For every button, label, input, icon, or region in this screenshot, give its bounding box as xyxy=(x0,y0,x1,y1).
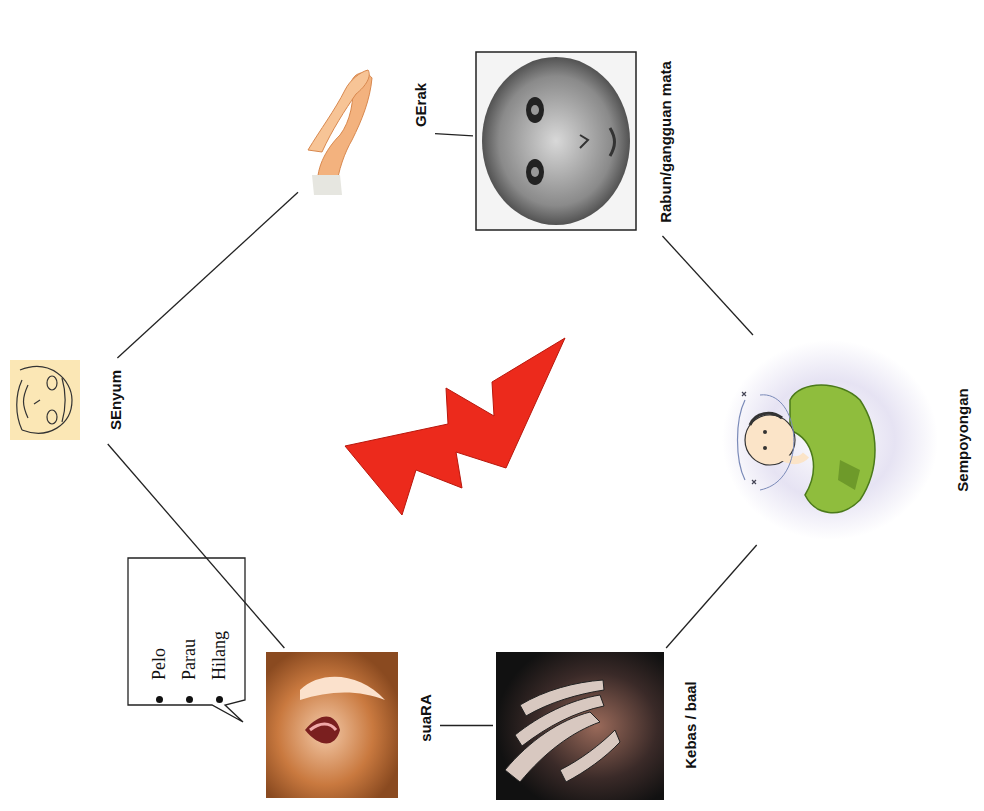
bullet-text: Parau xyxy=(178,639,199,680)
bullet-line: Hilang xyxy=(204,573,234,703)
bubble-text: Pelo Parau Hilang xyxy=(138,563,238,713)
symptom-label: suaRA xyxy=(417,694,434,742)
symptom-label: SEnyum xyxy=(107,370,124,430)
symptom-rabun: Rabun/gangguan mata xyxy=(473,48,680,236)
symptom-label: Rabun/gangguan mata xyxy=(657,61,674,223)
connector-line xyxy=(440,725,493,726)
bullet-dot xyxy=(185,696,192,703)
symptom-sempoyongan: Sempoyongan xyxy=(718,335,980,545)
symptom-label: Sempoyongan xyxy=(954,388,971,491)
symptom-suara: suaRA xyxy=(263,648,440,803)
symptom-gerak: GErak xyxy=(298,62,435,197)
bullet-dot xyxy=(215,696,222,703)
bullet-line: Parau xyxy=(174,573,204,703)
bullet-text: Pelo xyxy=(148,648,169,680)
connector-line xyxy=(435,134,473,136)
symptom-kebas: Kebas / baal xyxy=(493,648,703,803)
connector-line xyxy=(117,192,298,358)
symptom-label: GErak xyxy=(412,83,429,127)
bullet-text: Hilang xyxy=(208,631,229,680)
speech-bubble: Pelo Parau Hilang xyxy=(125,553,250,723)
symptom-label: Kebas / baal xyxy=(682,681,699,769)
connector-line xyxy=(662,236,753,335)
connector-line xyxy=(108,444,285,648)
symptom-senyum: SEnyum xyxy=(8,358,133,444)
bullet-line: Pelo xyxy=(144,573,174,703)
connector-line xyxy=(666,545,757,648)
bullet-dot xyxy=(155,696,162,703)
